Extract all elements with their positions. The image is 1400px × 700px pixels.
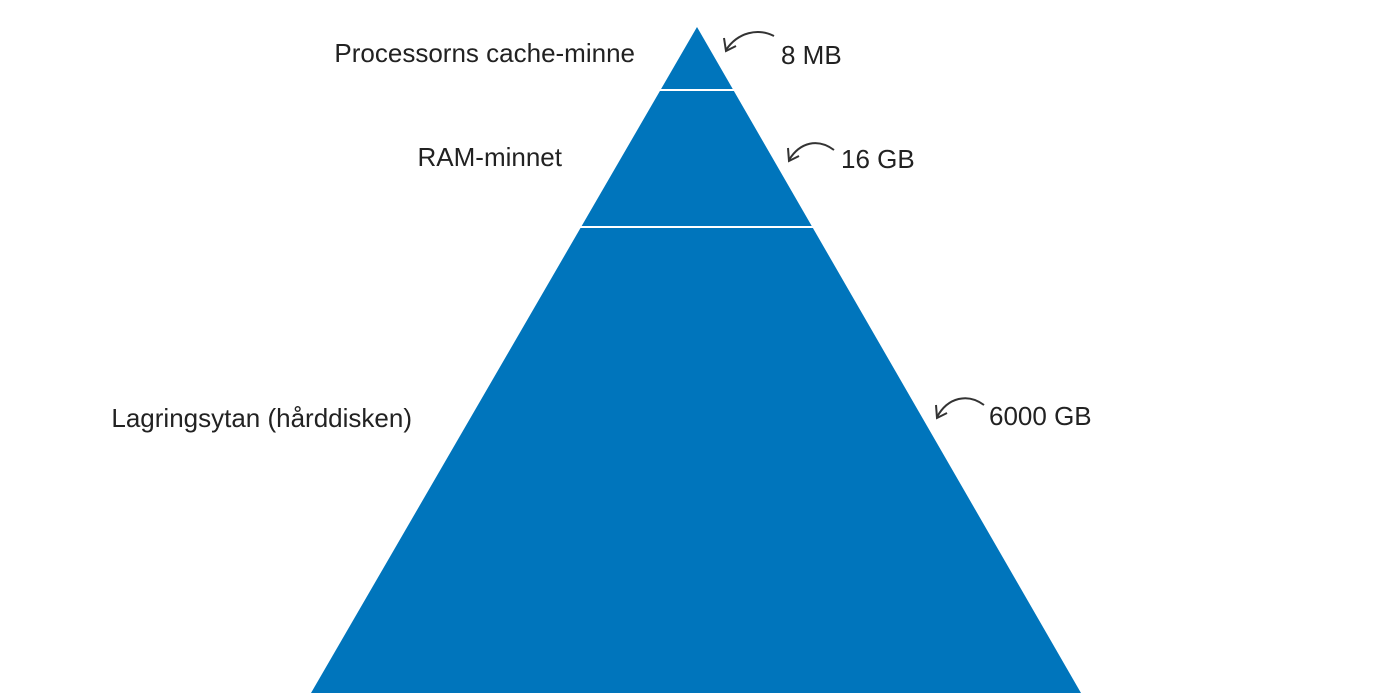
- tier-label-storage: Lagringsytan (hårddisken): [111, 403, 412, 433]
- size-label-ram: 16 GB: [841, 144, 915, 174]
- curved-arrow-icon: [723, 31, 775, 53]
- curved-arrow-icon: [787, 142, 835, 163]
- size-label-storage: 6000 GB: [989, 401, 1092, 431]
- curved-arrow-icon: [935, 397, 985, 420]
- tier-label-ram: RAM-minnet: [417, 142, 562, 172]
- size-label-cache: 8 MB: [781, 40, 842, 70]
- tier-label-cache: Processorns cache-minne: [334, 38, 635, 68]
- pyramid-shape: [311, 27, 1081, 693]
